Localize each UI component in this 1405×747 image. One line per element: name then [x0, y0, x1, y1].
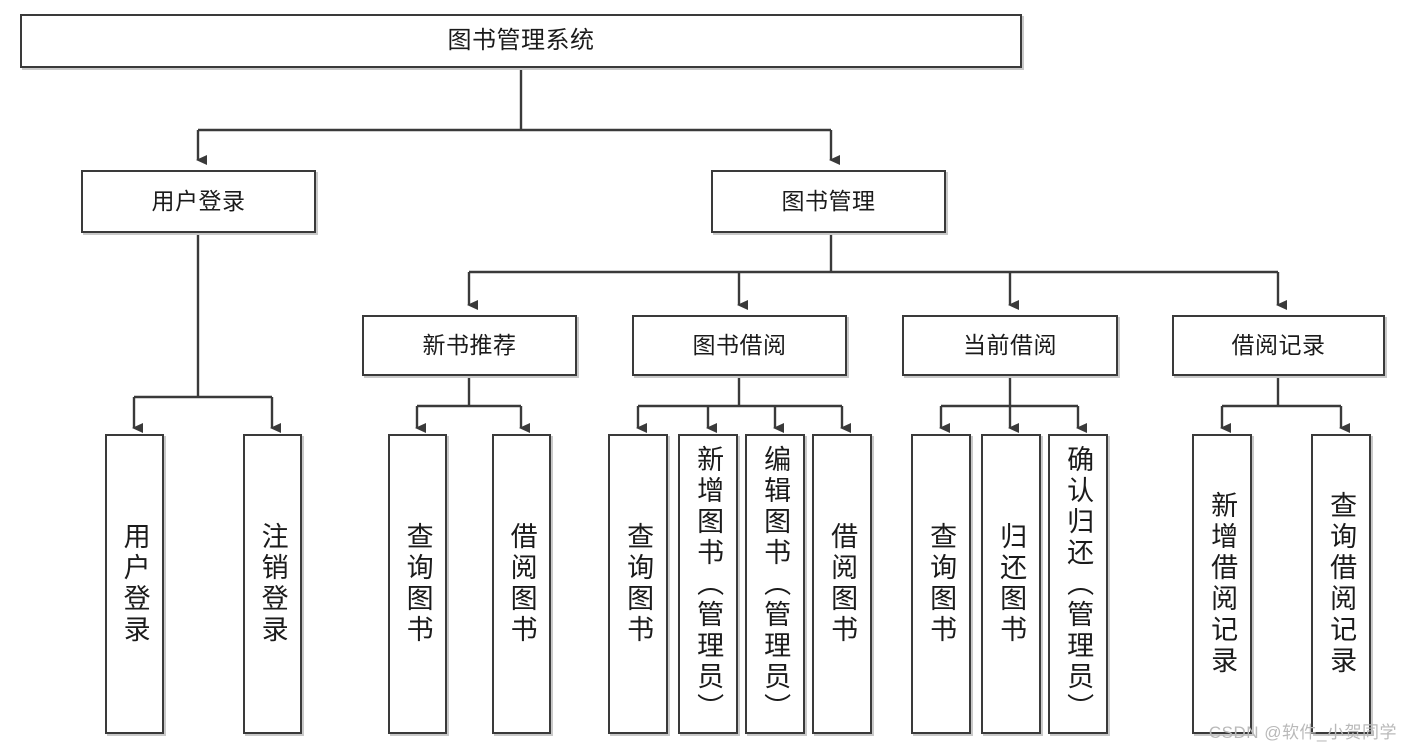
leaf-recommend-borrow-book[interactable]: 借阅图书 — [492, 434, 551, 734]
csdn-watermark: CSDN @软件_小贺同学 — [1208, 723, 1397, 742]
node-label: 用户登录 — [119, 522, 150, 646]
leaf-borrow-borrow-book[interactable]: 借阅图书 — [812, 434, 872, 734]
node-root-system[interactable]: 图书管理系统 — [20, 14, 1022, 68]
leaf-user-login-logout[interactable]: 注销登录 — [243, 434, 302, 734]
node-label: 确认归还（管理员） — [1063, 444, 1094, 724]
leaf-current-return-book[interactable]: 归还图书 — [981, 434, 1041, 734]
node-label: 查询图书 — [926, 522, 957, 646]
node-label: 借阅图书 — [506, 522, 537, 646]
node-user-login[interactable]: 用户登录 — [81, 170, 316, 233]
leaf-recommend-query-book[interactable]: 查询图书 — [388, 434, 447, 734]
node-label: 新增借阅记录 — [1207, 491, 1238, 677]
node-book-borrow[interactable]: 图书借阅 — [632, 315, 847, 376]
leaf-current-query-book[interactable]: 查询图书 — [911, 434, 971, 734]
node-label: 查询图书 — [402, 522, 433, 646]
node-label: 新增图书（管理员） — [693, 444, 724, 724]
node-borrow-record[interactable]: 借阅记录 — [1172, 315, 1385, 376]
node-label: 图书管理 — [781, 188, 876, 215]
node-label: 注销登录 — [257, 522, 288, 646]
node-label: 编辑图书（管理员） — [760, 444, 791, 724]
node-label: 查询图书 — [623, 522, 654, 646]
leaf-user-login-login[interactable]: 用户登录 — [105, 434, 164, 734]
leaf-record-add-record[interactable]: 新增借阅记录 — [1192, 434, 1252, 734]
node-new-book-recommend[interactable]: 新书推荐 — [362, 315, 577, 376]
node-current-borrow[interactable]: 当前借阅 — [902, 315, 1118, 376]
leaf-record-query-record[interactable]: 查询借阅记录 — [1311, 434, 1371, 734]
node-label: 图书借阅 — [692, 332, 787, 359]
node-label: 查询借阅记录 — [1326, 491, 1357, 677]
leaf-borrow-add-book-admin[interactable]: 新增图书（管理员） — [678, 434, 738, 734]
leaf-borrow-query-book[interactable]: 查询图书 — [608, 434, 668, 734]
node-label: 借阅图书 — [827, 522, 858, 646]
leaf-current-confirm-return-admin[interactable]: 确认归还（管理员） — [1048, 434, 1108, 734]
node-label: 用户登录 — [151, 188, 246, 215]
node-label: 归还图书 — [996, 522, 1027, 646]
node-book-management[interactable]: 图书管理 — [711, 170, 946, 233]
node-label: 图书管理系统 — [447, 27, 595, 55]
node-label: 新书推荐 — [422, 332, 517, 359]
node-label: 当前借阅 — [963, 332, 1057, 359]
node-label: 借阅记录 — [1231, 332, 1326, 359]
leaf-borrow-edit-book-admin[interactable]: 编辑图书（管理员） — [745, 434, 805, 734]
